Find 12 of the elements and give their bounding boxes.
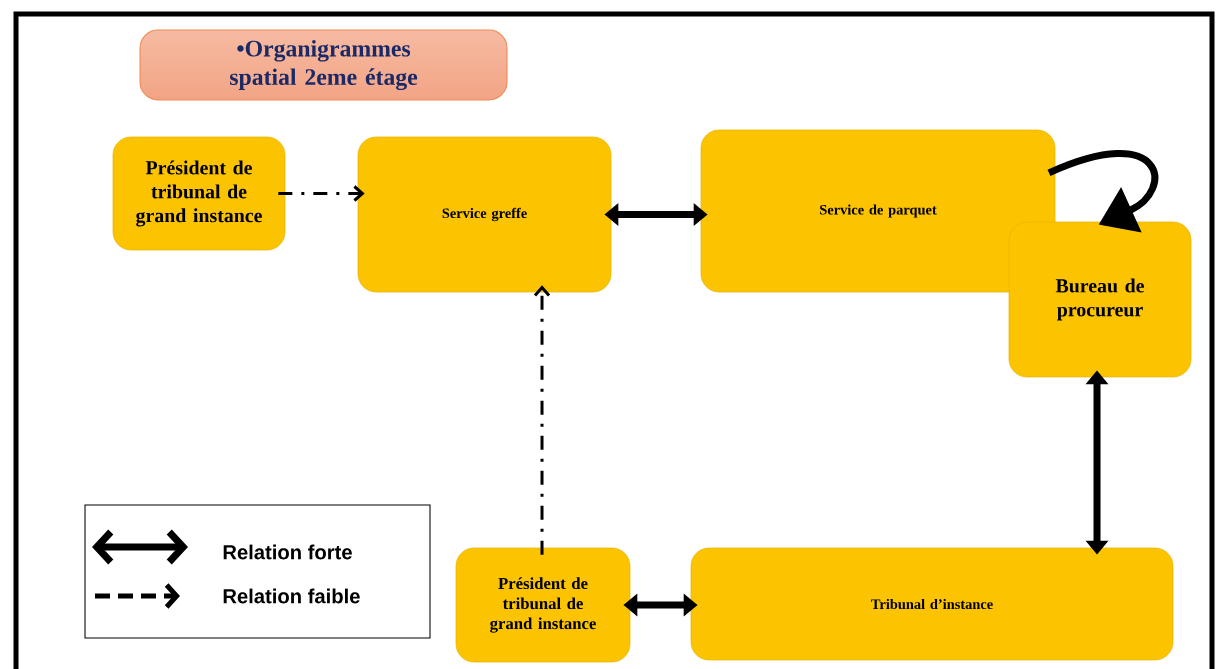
process-box: Service de parquet xyxy=(700,129,1056,293)
arrow xyxy=(278,185,365,202)
process-box: Bureau de procureur xyxy=(1008,221,1192,378)
process-box: Service greffe xyxy=(357,136,612,293)
legend-text: Relation forte xyxy=(223,544,352,560)
title-box: •Organigrammes spatial 2eme étage xyxy=(139,29,508,101)
arrow xyxy=(1047,150,1159,233)
process-box: Président de tribunal de grand instance xyxy=(112,136,286,251)
process-box: Président de tribunal de grand instance xyxy=(455,547,631,663)
arrow xyxy=(533,285,551,555)
process-box: Tribunal d’instance xyxy=(690,547,1174,661)
legend-text: Relation faible xyxy=(223,588,360,604)
